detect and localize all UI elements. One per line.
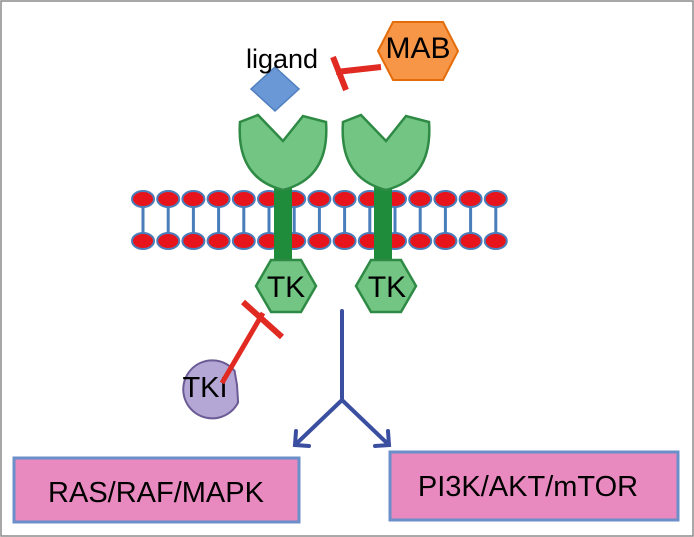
- lipid-head-outer: [231, 190, 256, 208]
- lipid-head-outer: [458, 190, 483, 208]
- receptor-right-head: [341, 113, 431, 192]
- pathway-ras-raf-mapk-label: RAS/RAF/MAPK: [48, 477, 265, 509]
- arrow-left-branch: [293, 398, 344, 447]
- lipid-head-outer: [131, 190, 155, 208]
- lipid-head-inner: [181, 232, 206, 250]
- tk-left-hexagon: [254, 258, 318, 314]
- tk-left-label: TK: [267, 271, 305, 304]
- lipid-head-outer: [156, 190, 181, 208]
- arrow-right-branch: [340, 398, 391, 447]
- lipid-head-outer: [483, 190, 508, 208]
- lipid-head-outer: [181, 190, 206, 208]
- lipid-head-inner: [206, 232, 231, 250]
- receptor-left-stem: [274, 180, 292, 260]
- pathway-pi3k-akt-mtor-label: PI3K/AKT/mTOR: [418, 471, 638, 503]
- lipid-head-inner: [231, 232, 256, 250]
- arrow-right-head: [373, 429, 392, 448]
- lipid-head-inner: [408, 232, 433, 250]
- tk-right-label: TK: [368, 271, 406, 304]
- lipid-head-inner: [433, 232, 458, 250]
- mab-inhibition-line: [335, 64, 382, 75]
- tki-inhibition-bar: [240, 299, 285, 340]
- ligand-diamond-icon: [249, 65, 301, 113]
- mab-inhibition-bar: [330, 55, 349, 92]
- receptor-right-stem: [374, 180, 392, 260]
- lipid-head-inner: [458, 232, 483, 250]
- tki-inhibition-line: [219, 311, 266, 385]
- lipid-head-outer: [332, 190, 357, 208]
- lipid-head-inner: [131, 232, 155, 250]
- mab-label: MAB: [385, 32, 450, 65]
- lipid-head-outer: [307, 190, 332, 208]
- mab-hexagon-icon: [376, 21, 460, 81]
- signaling-arrow: [292, 309, 392, 448]
- lipid-head-outer: [206, 190, 231, 208]
- lipid-head-inner: [307, 232, 332, 250]
- arrow-left-head: [292, 429, 311, 448]
- lipid-head-inner: [332, 232, 357, 250]
- receptor-left-head: [238, 113, 328, 192]
- pathway-ras-raf-mapk-box: [12, 456, 301, 524]
- pathway-pi3k-akt-mtor-box: [388, 450, 680, 522]
- lipid-head-inner: [483, 232, 508, 250]
- ligand-label: ligand: [246, 44, 318, 74]
- tki-label: TKI: [182, 372, 227, 404]
- lipid-head-outer: [408, 190, 433, 208]
- tk-right-hexagon: [354, 258, 418, 314]
- lipid-head-inner: [156, 232, 181, 250]
- lipid-head-outer: [433, 190, 458, 208]
